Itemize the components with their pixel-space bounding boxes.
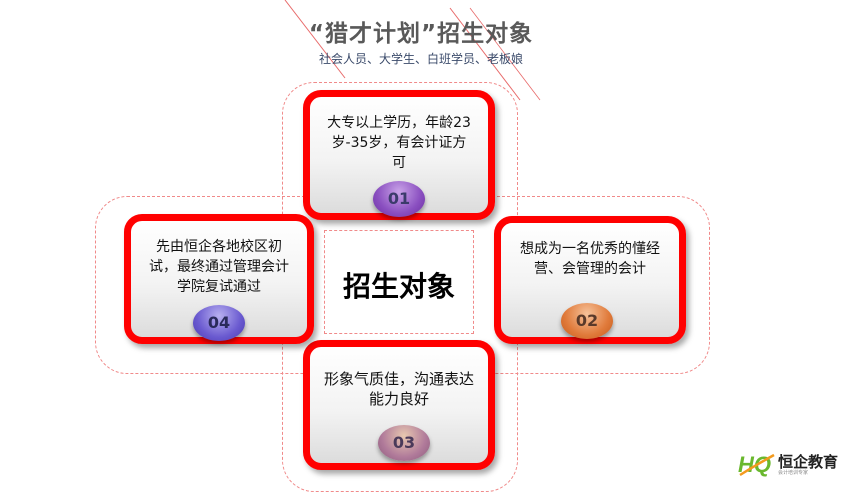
- card-04-text: 先由恒企各地校区初试，最终通过管理会计学院复试通过: [149, 239, 289, 295]
- card-02: 想成为一名优秀的懂经营、会管理的会计 02: [494, 216, 686, 344]
- card-04: 先由恒企各地校区初试，最终通过管理会计学院复试通过 04: [124, 214, 314, 344]
- card-03-badge: 03: [378, 425, 430, 461]
- page-subtitle: 社会人员、大学生、白班学员、老板娘: [318, 52, 523, 66]
- brand-logo: HQ 恒企教育 会计培训专家: [738, 447, 842, 480]
- card-02-text: 想成为一名优秀的懂经营、会管理的会计: [520, 241, 660, 277]
- card-04-badge: 04: [193, 305, 245, 341]
- decorative-lines: [284, 0, 541, 101]
- center-label: 招生对象: [342, 270, 455, 303]
- logo-name: 恒企教育: [778, 453, 839, 471]
- card-01-text: 大专以上学历，年龄23岁-35岁，有会计证方可: [327, 115, 471, 171]
- card-01: 大专以上学历，年龄23岁-35岁，有会计证方可 01: [303, 90, 495, 220]
- logo-tagline: 会计培训专家: [778, 470, 809, 476]
- card-01-badge: 01: [373, 181, 425, 217]
- center-box: 招生对象: [324, 230, 474, 334]
- card-03-text: 形象气质佳，沟通表达能力良好: [324, 370, 475, 408]
- page-title: “猎才计划”招生对象: [308, 21, 534, 47]
- card-02-badge: 02: [561, 303, 613, 339]
- card-03: 形象气质佳，沟通表达能力良好 03: [303, 340, 495, 470]
- logo-mark-icon: HQ: [738, 452, 775, 477]
